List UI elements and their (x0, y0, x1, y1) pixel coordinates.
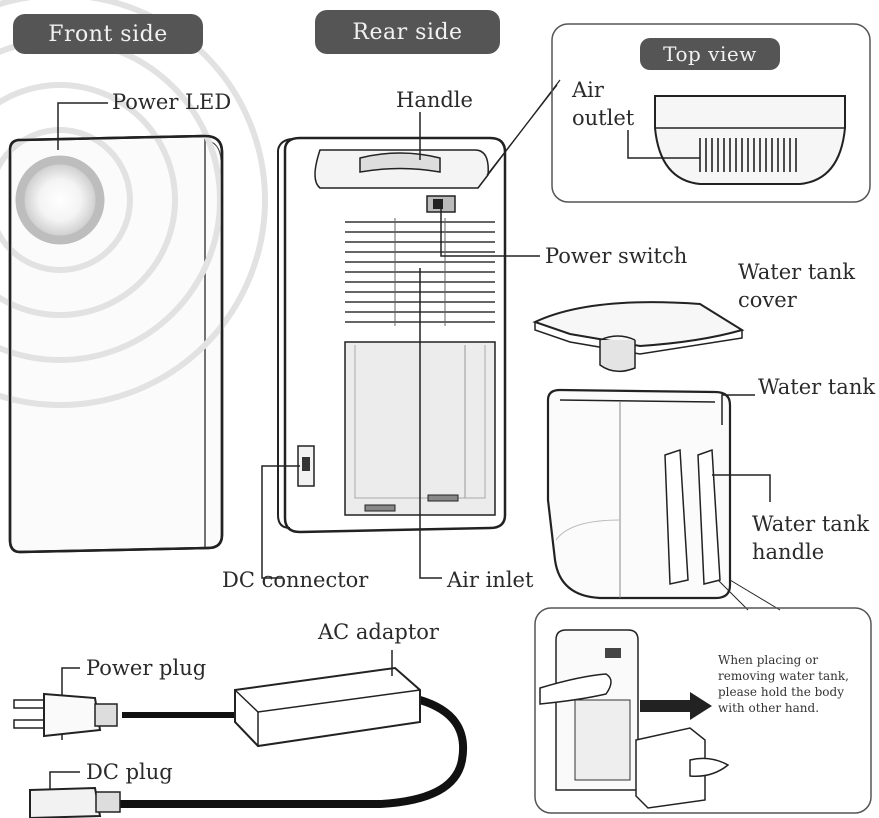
ac-adaptor (13, 650, 468, 818)
water-tank-handle-label-line1: Water tank (752, 512, 870, 536)
tank-handling-note: When placing or removing water tank, ple… (718, 653, 849, 715)
dc-connector-label: DC connector (222, 568, 369, 592)
rear-unit (261, 79, 561, 579)
water-tank-handle-label-line2: handle (752, 540, 825, 564)
air-outlet-label-line2: outlet (572, 106, 635, 130)
water-tank (546, 388, 781, 611)
water-tank-cover-label-line1: Water tank (738, 260, 856, 284)
air-outlet-label-line1: Air (572, 78, 604, 102)
power-switch-label: Power switch (545, 244, 688, 268)
handle-label: Handle (396, 88, 473, 112)
ac-adaptor-label: AC adaptor (318, 620, 439, 644)
dc-plug-label: DC plug (86, 760, 173, 784)
rear-side-header: Rear side (315, 10, 500, 54)
hint-box (534, 607, 872, 814)
front-unit (0, 0, 268, 554)
top-view-box (551, 23, 871, 203)
power-plug-label: Power plug (86, 656, 207, 680)
power-led-label: Power LED (112, 90, 232, 114)
water-tank-cover (532, 301, 745, 373)
water-tank-cover-label-line2: cover (738, 288, 797, 312)
air-inlet-label: Air inlet (447, 568, 534, 592)
front-side-header: Front side (13, 14, 203, 54)
water-tank-label: Water tank (758, 375, 876, 399)
top-view-header: Top view (640, 38, 780, 70)
power-led-glow (15, 155, 105, 245)
